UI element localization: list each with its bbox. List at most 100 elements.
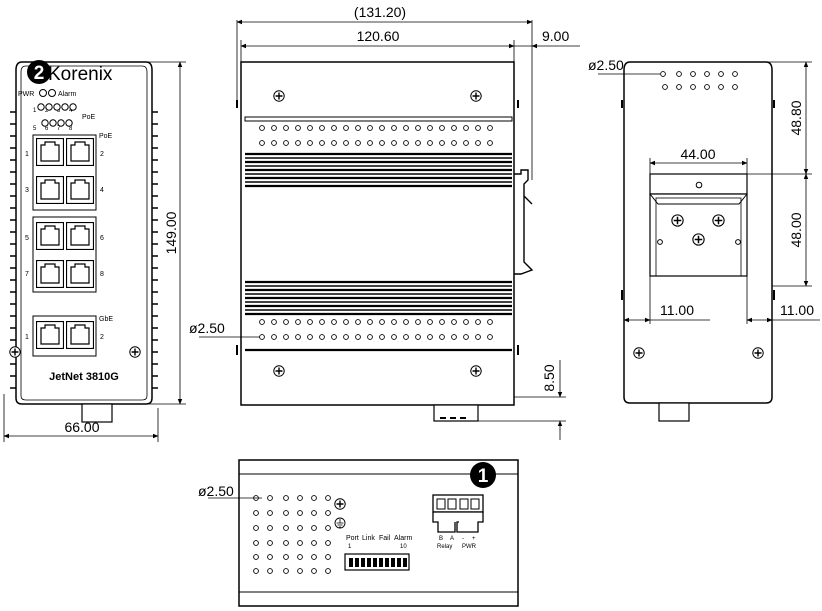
rail-offset-dim: 9.00 — [542, 28, 569, 44]
poe-led-num-3: 3 — [57, 108, 61, 114]
rear-connector — [658, 402, 690, 422]
port-number: 8 — [100, 271, 104, 278]
terminal-label-b: B — [439, 536, 443, 542]
screw-icon — [692, 233, 705, 246]
rear-left-dim: 11.00 — [660, 302, 694, 318]
bottom-hole-dim: ø2.50 — [198, 483, 234, 499]
din-rail-clip — [514, 169, 534, 275]
front-view: 2 Korenix PWR Alarm 1 2 3 4 PoE 5 6 7 8 … — [3, 60, 186, 442]
rear-top-dim: 48.80 — [788, 100, 804, 135]
bottom-vent-holes — [253, 495, 331, 574]
poe-led — [61, 103, 69, 111]
dip-switch-levers — [349, 558, 407, 567]
poe-led-num-4: 4 — [69, 108, 73, 114]
port-number: 6 — [100, 235, 104, 242]
ethernet-port-icon — [66, 222, 94, 250]
screw-icon — [273, 90, 285, 102]
port-number: 7 — [25, 271, 29, 278]
ethernet-port-icon — [36, 321, 64, 349]
poe-led — [65, 119, 73, 127]
side-hole-dim: ø2.50 — [189, 320, 225, 336]
alarm-led — [48, 89, 56, 97]
screw-icon — [633, 347, 645, 359]
screw-icon — [752, 347, 764, 359]
ethernet-port-icon — [66, 321, 94, 349]
side-housing — [240, 61, 515, 406]
poe-led — [49, 119, 57, 127]
depth-dim: 120.60 — [357, 28, 400, 44]
poe-port-header: PoE — [99, 133, 113, 140]
side-vent-row-1 — [259, 125, 493, 131]
dip-label-link: Link — [362, 535, 375, 542]
dip-start-number: 1 — [348, 544, 352, 550]
side-top-fins — [244, 116, 513, 188]
bottom-view: ø2.50 Port Link Fail Alarm 1 10 B A - + … — [198, 459, 519, 607]
rear-mid-dim: 48.00 — [788, 212, 804, 247]
poe-led — [53, 103, 61, 111]
rail-width-dim: 44.00 — [680, 146, 715, 162]
callout-2-badge — [27, 60, 51, 84]
port-number: 1 — [25, 334, 29, 341]
terminal-label-plus: + — [472, 536, 476, 542]
poe-led — [37, 103, 45, 111]
screw-icon — [470, 90, 482, 102]
front-connector — [81, 403, 113, 423]
dip-label-alarm: Alarm — [394, 535, 412, 542]
terminal-label-minus: - — [462, 536, 464, 542]
rear-vent-holes — [660, 71, 738, 90]
gbe-port-block — [32, 315, 97, 357]
relay-label: Relay — [437, 544, 452, 550]
poe-port-block-1 — [32, 134, 97, 211]
ethernet-port-icon — [66, 138, 94, 166]
rear-right-dim: 11.00 — [780, 302, 814, 318]
ethernet-port-icon — [66, 176, 94, 204]
connector-dim: 8.50 — [541, 364, 557, 391]
poe-led-num-1: 1 — [33, 108, 37, 114]
dip-label-fail: Fail — [379, 535, 391, 542]
callout-1-badge — [470, 462, 496, 488]
callout-1-number: 1 — [478, 466, 489, 487]
front-width-dim: 66.00 — [64, 419, 99, 435]
screw-icon — [9, 346, 21, 358]
ethernet-port-icon — [36, 222, 64, 250]
port-number: 5 — [25, 235, 29, 242]
screw-icon — [334, 498, 346, 510]
dip-label-port: Port — [346, 535, 359, 542]
poe-led — [57, 119, 65, 127]
height-dim: 149.00 — [163, 211, 179, 254]
overall-depth-dim: (131.20) — [354, 4, 406, 20]
rear-view: ø2.50 48.80 48.00 44.00 11.00 — [588, 57, 820, 422]
callout-2-number: 2 — [34, 63, 45, 84]
poe-led-num-6: 6 — [45, 126, 49, 132]
screw-icon — [470, 365, 482, 377]
screw-icon — [712, 214, 725, 227]
side-vent-row-2 — [259, 140, 493, 146]
front-housing-inner — [20, 65, 148, 401]
alarm-led-label: Alarm — [58, 91, 76, 98]
ethernet-port-icon — [36, 260, 64, 288]
poe-led — [69, 103, 77, 111]
rear-hole-dim: ø2.50 — [588, 57, 624, 73]
ground-icon — [334, 517, 346, 529]
pwr-led — [39, 89, 47, 97]
gbe-port-header: GbE — [99, 316, 113, 323]
brand-logo: Korenix — [48, 64, 113, 85]
side-bottom-fins — [245, 280, 512, 352]
side-view: (131.20) 120.60 9.00 ø2.50 8.50 — [189, 4, 580, 440]
pwr-label: PWR — [462, 544, 477, 550]
screw-icon — [273, 365, 285, 377]
dip-end-number: 10 — [400, 544, 407, 550]
port-number: 1 — [25, 151, 29, 158]
terminal-label-a: A — [450, 536, 454, 542]
screw-icon — [129, 346, 141, 358]
terminal-body — [432, 511, 484, 533]
ethernet-port-icon — [36, 176, 64, 204]
poe-port-block-2 — [32, 216, 97, 293]
poe-led — [41, 119, 49, 127]
ethernet-port-icon — [66, 260, 94, 288]
poe-led-label: PoE — [82, 114, 96, 121]
port-number: 3 — [25, 187, 29, 194]
front-right-fins — [152, 111, 158, 389]
pwr-led-label: PWR — [18, 91, 34, 98]
